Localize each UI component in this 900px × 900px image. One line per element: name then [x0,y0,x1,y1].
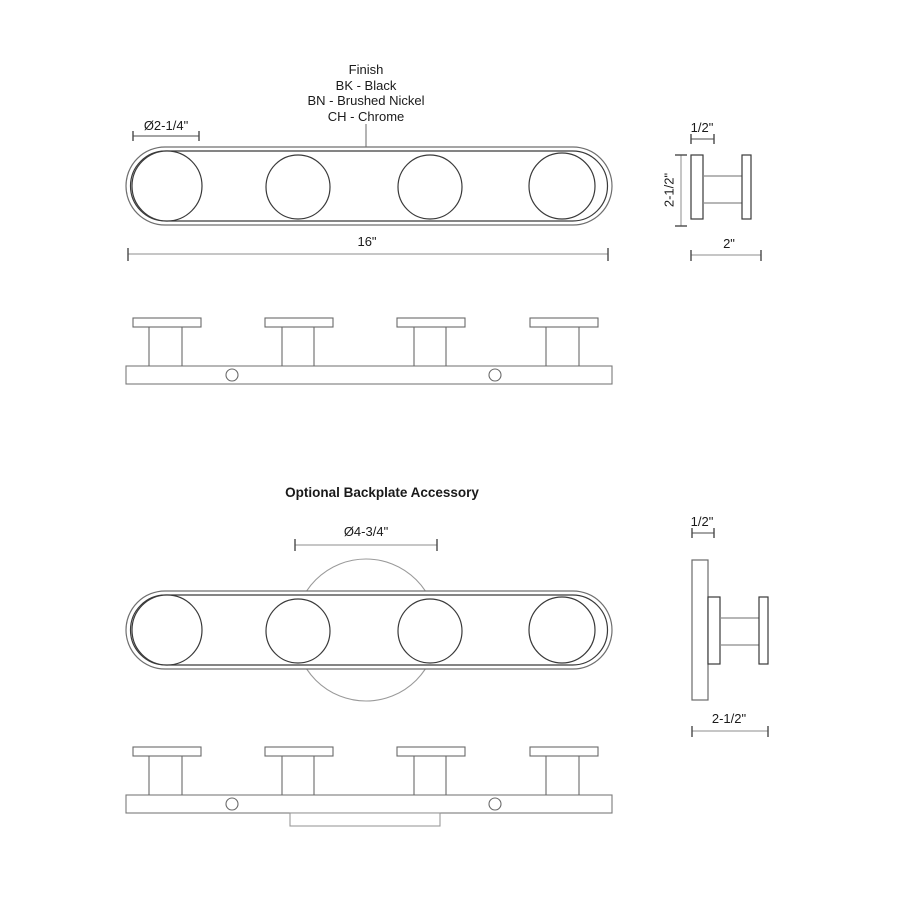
backplate-fixture-body-inner-outline [129,594,609,666]
dimension-label-overall-length: 16" [357,234,377,249]
dimension-label-backplate-side-depth-plate: 1/2" [690,514,714,529]
side-wall-plate [690,154,704,220]
backplate-side-elevation-view [691,559,769,701]
socket-1 [131,150,203,222]
socket-2 [265,154,331,220]
backplate-plan-socket-post-2 [264,746,334,795]
dimension-line-side-height [675,154,687,227]
dimension-line-backplate-side-projection [691,726,769,737]
backplate-plan-bar [125,794,613,814]
backplate-plan-socket-post-4 [529,746,599,795]
dimension-line-backplate-diameter [294,539,438,551]
backplate-socket-1 [131,594,203,666]
dimension-line-side-depth-plate [690,134,715,144]
dimension-line-side-projection [690,250,762,261]
finish-option-bn: BN - Brushed Nickel [307,93,425,108]
finish-option-bk: BK - Black [335,77,397,93]
backplate-plan-mount-hole-2 [488,797,502,811]
dimension-line-backplate-side-depth-plate [691,528,715,538]
dimension-label-backplate-side-projection: 2-1/2" [711,711,747,726]
dimension-line-socket-diameter [132,131,200,141]
plan-socket-post-2 [264,317,334,366]
plan-socket-post-1 [132,317,202,366]
side-end-cap [741,154,752,220]
plan-socket-post-4 [529,317,599,366]
finish-legend: Finish BK - Black BN - Brushed Nickel CH… [307,62,424,124]
backplate-plan-socket-post-1 [132,746,202,795]
top-plan-view [125,317,613,385]
side-elevation-view [690,154,752,220]
plan-mount-hole-2 [488,368,502,382]
dimension-label-side-depth-plate: 1/2" [690,120,714,135]
backplate-top-plan-view [125,746,613,827]
backplate-section-title: Optional Backplate Accessory [285,485,479,500]
backplate-side-plate [691,559,709,701]
backplate-side-end-cap [758,596,769,665]
dimension-label-socket-diameter: Ø2-1/4" [143,118,189,133]
backplate-plan-plate [289,812,441,827]
dimension-label-backplate-diameter: Ø4-3/4" [343,524,389,539]
dimension-line-overall-length [127,248,609,261]
socket-4 [528,152,596,220]
fixture-body-inner-outline [129,150,609,222]
backplate-side-fixture-plate [707,596,721,665]
plan-bar [125,365,613,385]
dimension-label-side-projection: 2" [723,236,735,251]
finish-option-ch: CH - Chrome [327,108,405,124]
backplate-plan-socket-post-3 [396,746,466,795]
plan-mount-hole-1 [225,368,239,382]
plan-socket-post-3 [396,317,466,366]
socket-3 [397,154,463,220]
backplate-socket-3 [397,598,463,664]
backplate-socket-2 [265,598,331,664]
front-elevation-view [125,146,613,226]
finish-legend-heading: Finish [348,62,384,77]
backplate-socket-4 [528,596,596,664]
backplate-plan-mount-hole-1 [225,797,239,811]
backplate-front-elevation-view [125,558,613,702]
